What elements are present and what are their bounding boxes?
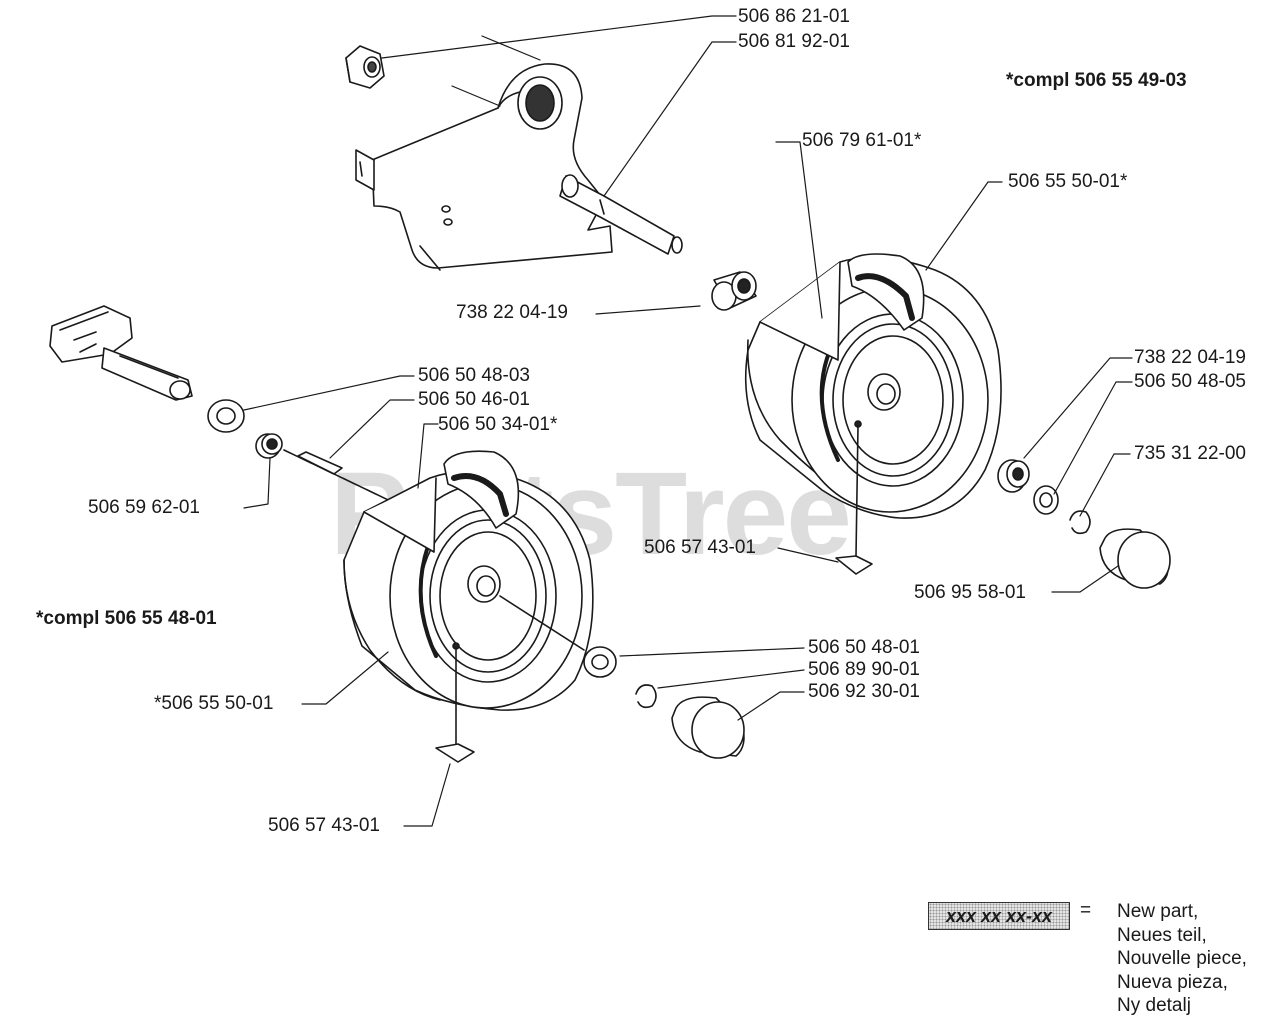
part-label[interactable]: 506 86 21-01 bbox=[738, 6, 850, 27]
part-label[interactable]: 506 95 58-01 bbox=[914, 582, 1026, 603]
left-washer-lower bbox=[583, 646, 617, 678]
part-label[interactable]: 506 57 43-01 bbox=[644, 537, 756, 558]
left-hub-cap bbox=[671, 696, 745, 759]
left-assembly-title: *compl 506 55 48-01 bbox=[36, 608, 217, 629]
right-wheel bbox=[744, 253, 1002, 519]
legend-line: Nouvelle piece, bbox=[1117, 948, 1247, 969]
right-clip bbox=[1069, 510, 1091, 535]
right-hub-cap bbox=[1099, 528, 1171, 589]
part-label[interactable]: 506 81 92-01 bbox=[738, 31, 850, 52]
axle-bracket bbox=[355, 63, 613, 271]
part-label[interactable]: 506 50 48-03 bbox=[418, 365, 530, 386]
part-label[interactable]: 506 57 43-01 bbox=[268, 815, 380, 836]
legend-line: Ny detalj bbox=[1117, 995, 1191, 1016]
upper-bearing bbox=[711, 271, 757, 311]
left-spindle bbox=[49, 305, 193, 401]
part-label[interactable]: 506 79 61-01* bbox=[802, 130, 922, 151]
part-label[interactable]: 506 59 62-01 bbox=[88, 497, 200, 518]
left-key bbox=[297, 451, 343, 475]
part-label[interactable]: 738 22 04-19 bbox=[456, 302, 568, 323]
axle-shaft bbox=[559, 174, 683, 255]
left-clip bbox=[635, 684, 657, 709]
part-label[interactable]: 506 50 48-01 bbox=[808, 637, 920, 658]
legend-text: New part, Neues teil, Nouvelle piece, Nu… bbox=[1117, 900, 1247, 1018]
left-washer-upper bbox=[207, 399, 245, 433]
left-wheel bbox=[343, 450, 594, 711]
right-washer bbox=[1033, 485, 1059, 515]
legend-equals: = bbox=[1080, 900, 1092, 921]
left-cotter-pin bbox=[435, 647, 475, 763]
part-label[interactable]: 506 89 90-01 bbox=[808, 659, 920, 680]
right-cotter-pin bbox=[835, 425, 873, 575]
part-label[interactable]: 506 50 48-05 bbox=[1134, 371, 1246, 392]
part-label[interactable]: *506 55 50-01 bbox=[154, 693, 274, 714]
part-label[interactable]: 506 50 46-01 bbox=[418, 389, 530, 410]
part-label[interactable]: 506 50 34-01* bbox=[438, 414, 558, 435]
legend-line: New part, bbox=[1117, 901, 1199, 922]
part-label[interactable]: 735 31 22-00 bbox=[1134, 443, 1246, 464]
part-label[interactable]: 506 55 50-01* bbox=[1008, 171, 1128, 192]
top-nut bbox=[345, 45, 385, 89]
right-assembly-title: *compl 506 55 49-03 bbox=[1006, 70, 1187, 91]
right-bearing bbox=[997, 459, 1030, 493]
legend-line: Neues teil, bbox=[1117, 924, 1207, 946]
part-label[interactable]: 506 92 30-01 bbox=[808, 681, 920, 702]
part-label[interactable]: 738 22 04-19 bbox=[1134, 347, 1246, 368]
legend-new-part-swatch: xxx xx xx-xx bbox=[928, 902, 1070, 930]
leader-lines bbox=[243, 15, 1133, 827]
left-spacer bbox=[255, 433, 283, 459]
legend-line: Nueva pieza, bbox=[1117, 971, 1228, 993]
